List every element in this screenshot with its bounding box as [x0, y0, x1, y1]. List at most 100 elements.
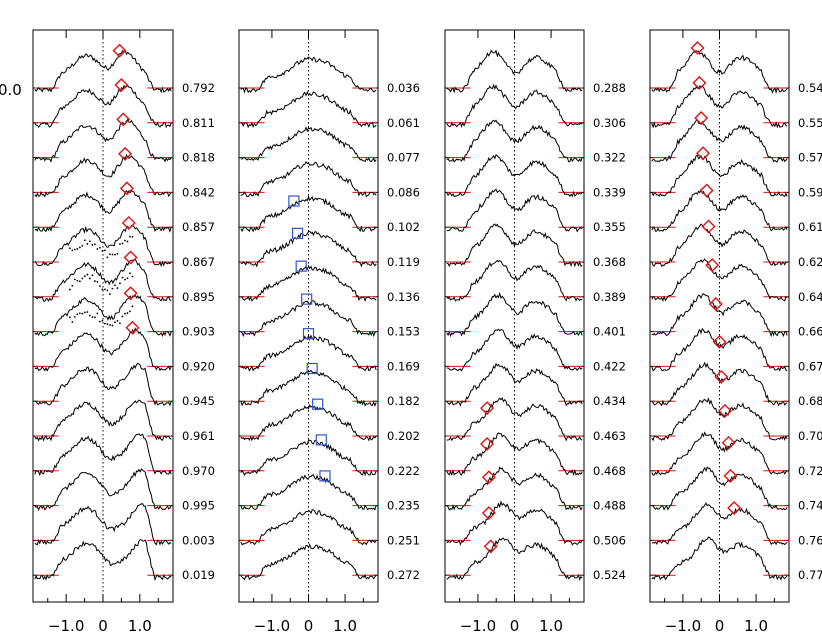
- spectrum-line: [651, 154, 788, 198]
- position-marker-diamond: [112, 43, 127, 58]
- spectrum-line: [446, 259, 583, 302]
- phase-label: 0.666: [798, 325, 822, 339]
- dotted-overlay-point: [111, 324, 114, 327]
- dotted-overlay-point: [93, 280, 96, 282]
- phase-label: 0.842: [182, 185, 215, 199]
- spectrum-line: [446, 500, 583, 547]
- spectrum-line: [34, 327, 172, 372]
- phase-label: 0.061: [387, 116, 420, 130]
- phase-label: 0.355: [593, 220, 626, 234]
- dotted-overlay-point: [104, 322, 106, 325]
- spectrum-line: [34, 118, 172, 163]
- dotted-overlay-point: [81, 277, 84, 280]
- panel-frame: [649, 29, 790, 603]
- phase-label: 0.506: [593, 533, 626, 547]
- dotted-overlay-point: [78, 280, 81, 283]
- phase-label: 0.818: [182, 151, 215, 165]
- spectrum-line: [34, 399, 172, 442]
- spectrum-line: [240, 264, 377, 303]
- phase-label: 0.434: [593, 394, 626, 408]
- dotted-overlay-point: [106, 323, 109, 325]
- position-marker-diamond: [714, 369, 729, 384]
- phase-label: 0.811: [182, 116, 215, 130]
- phase-label: 0.771: [798, 568, 822, 582]
- position-marker-square: [301, 293, 313, 305]
- spectrum-line: [446, 432, 583, 477]
- position-marker-diamond: [121, 215, 136, 230]
- spectrum-line: [240, 369, 377, 407]
- dotted-overlay-point: [68, 247, 71, 250]
- position-marker-square: [306, 362, 318, 375]
- position-marker-diamond: [116, 112, 131, 127]
- position-marker-diamond: [701, 219, 716, 234]
- phase-label: 0.488: [593, 499, 626, 513]
- spectrum-line: [240, 161, 377, 198]
- spectrum-line: [240, 333, 377, 372]
- spectrum-line: [446, 397, 583, 442]
- phase-label: 0.671: [798, 359, 822, 373]
- spectrum-line: [651, 502, 788, 546]
- spectrum-line: [240, 126, 377, 163]
- phase-label: 0.558: [798, 116, 822, 130]
- dotted-overlay-point: [121, 276, 124, 279]
- phase-label: 0.642: [798, 290, 822, 304]
- spectrum-line: [651, 223, 788, 268]
- spectrum-line: [34, 189, 172, 233]
- panel-frame: [238, 29, 379, 603]
- spectrum-line: [446, 188, 583, 233]
- dotted-overlay-point: [116, 287, 119, 289]
- dotted-overlay-point: [119, 282, 121, 285]
- dotted-overlay-point: [124, 239, 126, 242]
- phase-label: 0.708: [798, 429, 822, 443]
- spectrum-line: [446, 223, 583, 268]
- dotted-overlay-point: [71, 249, 74, 252]
- dotted-overlay-point: [78, 312, 81, 315]
- position-marker-diamond: [119, 181, 134, 196]
- dotted-overlay-point: [76, 313, 79, 316]
- dotted-overlay-point: [111, 287, 114, 290]
- position-marker-diamond: [483, 539, 498, 554]
- phase-label: 0.687: [798, 394, 822, 408]
- spectrum-line: [240, 474, 377, 511]
- dotted-overlay-point: [99, 285, 101, 288]
- spectrum-line: [446, 328, 583, 372]
- spectrum-line: [240, 195, 377, 233]
- dotted-overlay-point: [99, 320, 101, 323]
- spectrum-line: [34, 294, 172, 337]
- phase-label: 0.251: [387, 533, 420, 547]
- phase-label: 0.036: [387, 81, 420, 95]
- dotted-overlay-point: [76, 279, 79, 282]
- dotted-overlay-point: [78, 246, 81, 249]
- dotted-overlay-point: [109, 253, 111, 256]
- position-marker-diamond: [692, 75, 707, 90]
- spectrum-line: [34, 362, 172, 407]
- phase-label: 0.306: [593, 116, 626, 130]
- phase-label: 0.136: [387, 290, 420, 304]
- dotted-overlay-point: [129, 272, 131, 275]
- dotted-overlay-point: [114, 284, 116, 287]
- phase-label: 0.570: [798, 151, 822, 165]
- spectrum-line: [240, 509, 377, 546]
- dotted-overlay-point: [126, 240, 129, 243]
- dotted-overlay-point: [131, 275, 134, 278]
- dotted-overlay-point: [96, 248, 99, 250]
- position-marker-diamond: [696, 146, 711, 161]
- spectrum-line: [446, 291, 583, 338]
- phase-label: 0.003: [182, 533, 215, 547]
- dotted-overlay-point: [83, 275, 86, 278]
- spectrum-line: [651, 50, 788, 94]
- phase-label: 0.202: [387, 429, 420, 443]
- dotted-overlay-point: [93, 316, 96, 319]
- phase-label: 0.961: [182, 429, 215, 443]
- dotted-overlay-point: [124, 312, 126, 315]
- x-tick-label: −1.0: [460, 617, 496, 635]
- position-marker-diamond: [727, 501, 742, 516]
- position-marker-diamond: [690, 40, 705, 55]
- phase-label: 0.616: [798, 220, 822, 234]
- phase-label: 0.272: [387, 568, 420, 582]
- spectrum-line: [240, 300, 377, 338]
- phase-label: 0.401: [593, 325, 626, 339]
- position-marker-diamond: [114, 77, 129, 92]
- position-marker-diamond: [480, 436, 495, 451]
- dotted-overlay-point: [96, 280, 99, 283]
